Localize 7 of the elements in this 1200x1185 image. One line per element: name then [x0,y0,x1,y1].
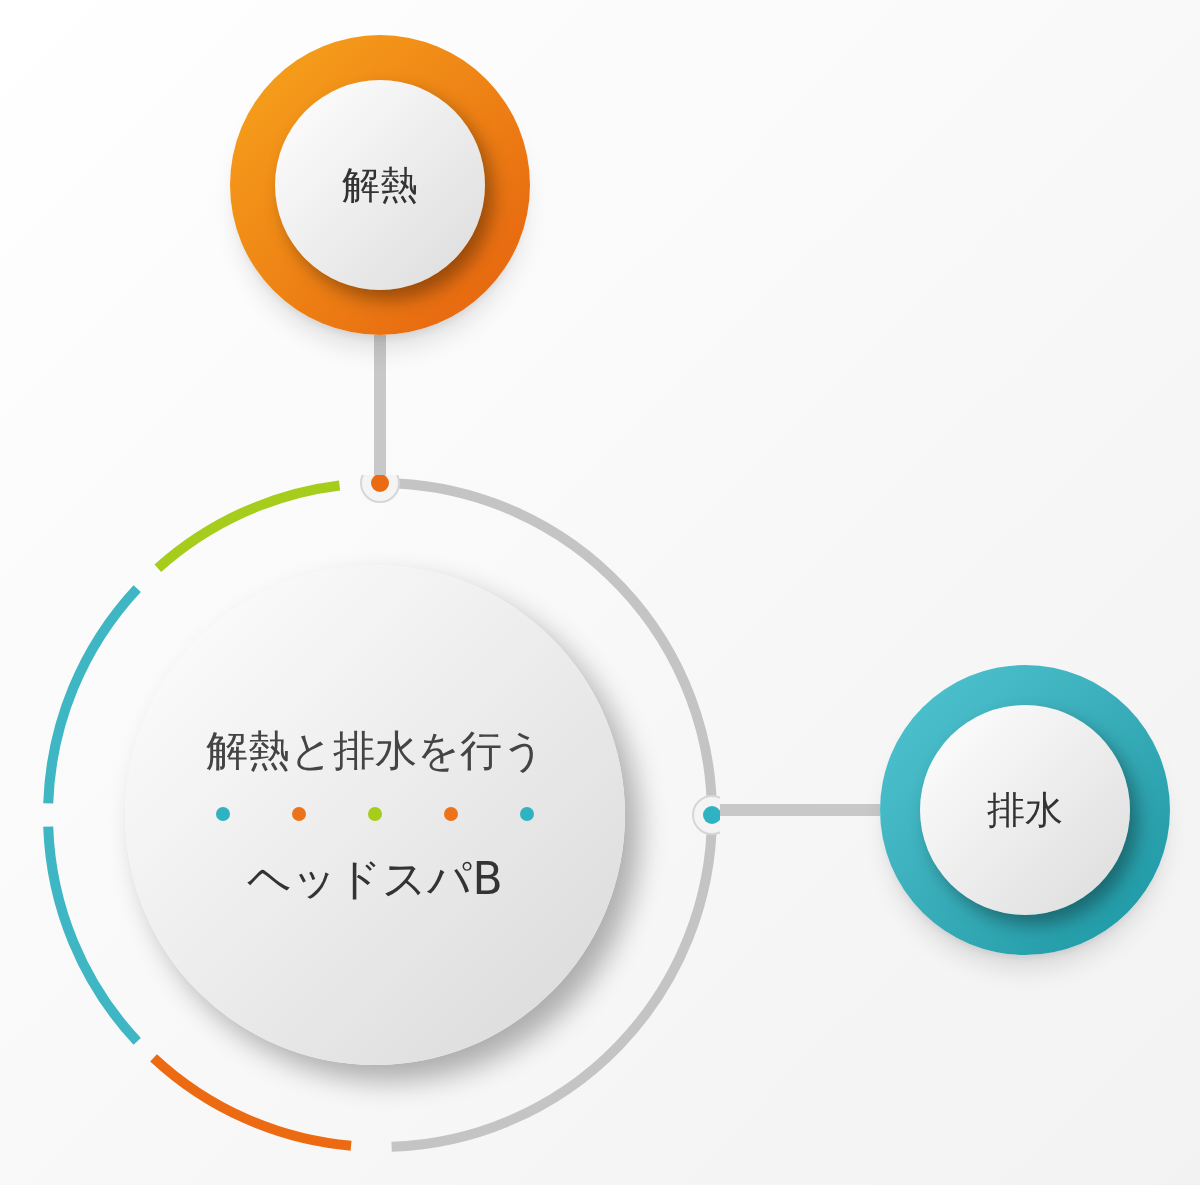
circle-label: 解熱 [342,161,418,209]
ring-circle [40,475,720,1155]
circle-title: ヘッドスパB [247,851,503,906]
connector-line [720,804,880,816]
circle-label: 排水 [987,786,1063,834]
circle-heading: 解熱と排水を行う [205,724,545,777]
connector-line [374,335,386,475]
